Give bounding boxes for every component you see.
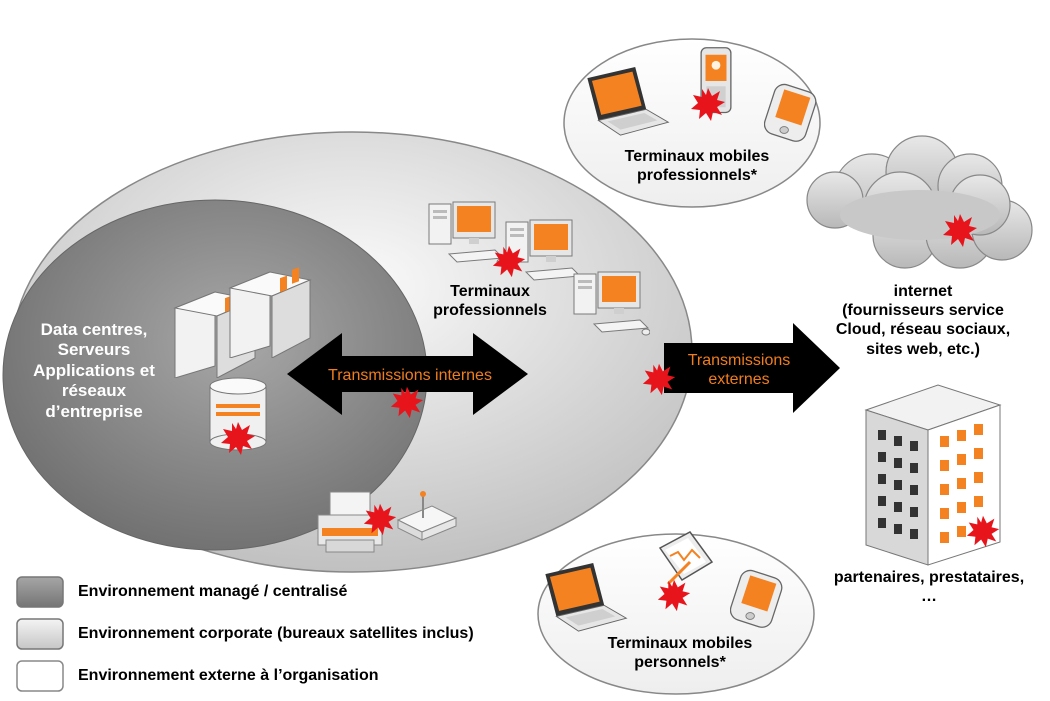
legend-item-managed: Environnement managé / centralisé (68, 576, 347, 608)
legend-item-corporate: Environnement corporate (bureaux satelli… (68, 618, 474, 650)
legend-swatch-external (16, 660, 64, 692)
mobiles-pro-label: Terminaux mobiles professionnels* (612, 147, 782, 185)
router-icon (396, 491, 458, 541)
partenaires-line: … (921, 588, 937, 606)
terminaux-pro-label: Terminaux professionnels (410, 282, 570, 320)
internet-line: internet (893, 283, 953, 300)
internet-line: sites web, etc.) (866, 340, 980, 358)
external-arrow (664, 323, 840, 413)
legend-swatch-corporate (16, 618, 64, 650)
datacenter-label-line: d’entreprise (45, 401, 143, 421)
internal-arrow-label: Transmissions internes (328, 367, 492, 384)
mobiles-perso-line: Terminaux mobiles (607, 635, 753, 652)
legend-swatch-managed (16, 576, 64, 608)
external-arrow-line: Transmissions (687, 352, 791, 369)
internet-line: Cloud, réseau sociaux, (835, 321, 1011, 339)
datacenter-label-line: réseaux (61, 381, 127, 401)
partenaires-label: partenaires, prestataires, … (818, 568, 1040, 606)
datacenter-label-line: Serveurs (57, 340, 131, 360)
external-arrow-label: Transmissions externes (664, 351, 814, 389)
legend-item-external: Environnement externe à l’organisation (68, 660, 379, 692)
internet-line: (fournisseurs service (842, 302, 1004, 320)
internal-arrow (287, 333, 528, 415)
datacenter-label: Data centres, Serveurs Applications et r… (14, 320, 174, 422)
datacenter-label-line: Data centres, (40, 320, 148, 339)
terminaux-pro-line: professionnels (433, 302, 547, 320)
legend-label: Environnement managé / centralisé (78, 583, 348, 600)
mobiles-pro-line: professionnels* (636, 167, 758, 185)
mobiles-perso-label: Terminaux mobiles personnels* (595, 634, 765, 672)
terminaux-pro-line: Terminaux (450, 283, 530, 300)
legend-label: Environnement externe à l’organisation (78, 667, 379, 684)
datacenter-label-line: Applications et (33, 360, 155, 380)
tablet-icon (658, 531, 714, 586)
internet-label: internet (fournisseurs service Cloud, ré… (818, 282, 1028, 359)
legend-label: Environnement corporate (bureaux satelli… (78, 625, 474, 642)
mobiles-perso-line: personnels* (634, 654, 726, 672)
external-arrow-line: externes (708, 371, 770, 389)
building-icon (864, 384, 1002, 566)
cloud-icon (806, 135, 1033, 269)
partenaires-line: partenaires, prestataires, (833, 569, 1025, 586)
mobiles-pro-line: Terminaux mobiles (624, 148, 770, 165)
